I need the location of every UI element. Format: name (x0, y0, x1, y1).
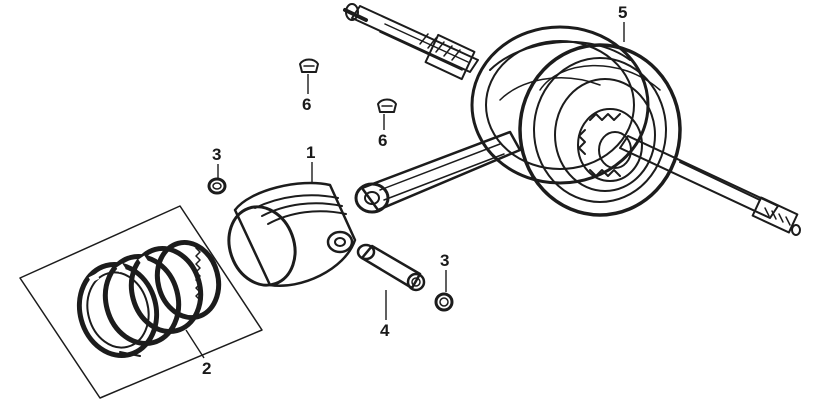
leader-lines (185, 22, 625, 359)
callout-key-left: 6 (302, 95, 311, 114)
piston-pin (356, 243, 426, 292)
crankshaft-left-shaft (343, 3, 479, 81)
piston-rings (76, 239, 222, 359)
pin-clip-upper (207, 177, 227, 195)
woodruff-key-left (299, 58, 319, 73)
callout-piston-rings: 2 (202, 359, 211, 378)
ring-set-enclosure (19, 205, 263, 399)
callout-labels: 1 2 3 3 4 5 6 6 (202, 3, 627, 378)
callout-pin-clip-upper: 3 (212, 145, 221, 164)
crankshaft-right-web (518, 43, 682, 217)
crankshaft-assembly (343, 3, 801, 236)
piston-ring-set (19, 205, 263, 399)
crankshaft-right-shaft (619, 135, 801, 236)
woodruff-key-right (377, 98, 397, 113)
callout-piston: 1 (306, 143, 315, 162)
callout-piston-pin: 4 (380, 321, 390, 340)
callout-pin-clip-lower: 3 (440, 251, 449, 270)
leader-2 (185, 329, 205, 359)
piston (227, 181, 357, 288)
callout-crankshaft: 5 (618, 3, 627, 22)
pin-clip-lower (434, 292, 454, 312)
connecting-rod (354, 130, 522, 214)
callout-key-right: 6 (378, 131, 387, 150)
